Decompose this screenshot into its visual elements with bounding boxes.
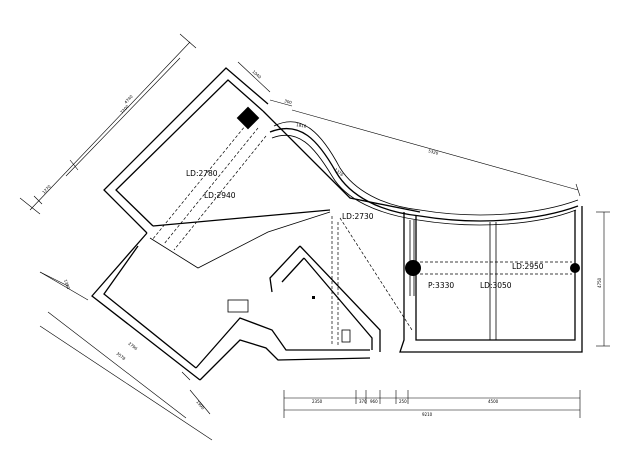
dim-bottom-total: 9210 (422, 412, 433, 417)
dim-right-vertical: 4750 (597, 277, 602, 288)
dim-long-diag: 5320 (428, 148, 440, 156)
label-ld-2950: LD:2950 (512, 262, 544, 271)
beam-lines (151, 119, 572, 346)
dim-bottom-4: 250 (399, 399, 407, 404)
round-column-left (405, 260, 421, 276)
label-ld-2730: LD:2730 (342, 212, 374, 221)
dim-top-small-a: 1040 (251, 69, 262, 80)
dim-left-bottom-a: 2796 (127, 341, 138, 351)
columns (236, 106, 580, 299)
curved-facade (269, 121, 579, 226)
dim-top-diag-inner: 4740 (123, 94, 134, 105)
dim-bottom-5: 4500 (488, 399, 499, 404)
label-ld-3050: LD:3050 (480, 281, 512, 290)
dim-bottom-2: 370 (359, 399, 367, 404)
dim-arc-right: 1376 (333, 167, 344, 178)
square-column (236, 106, 260, 130)
outer-walls (91, 67, 583, 381)
label-p-3330: P:3330 (428, 281, 454, 290)
dim-left-bottom-c: 1990 (195, 399, 206, 410)
room-labels: LD:2780 LD:2940 LD:2730 LD:2950 P:3330 L… (186, 169, 544, 290)
label-ld-2940: LD:2940 (204, 191, 236, 200)
dim-arc-top: 1816 (296, 122, 307, 129)
dimension-texts: 7200 4740 1270 1040 300 1816 1376 5320 4… (41, 69, 602, 417)
dim-left-bottom-b: 3578 (115, 351, 126, 361)
dim-left-small: 1270 (41, 184, 52, 195)
round-column-right (570, 263, 580, 273)
dim-left-bottom-small: 1390 (63, 279, 71, 291)
dim-bottom-1: 2350 (312, 399, 323, 404)
dim-top-diag-outer: 7200 (119, 104, 130, 115)
dimension-lines (19, 33, 610, 441)
dim-top-small-b: 300 (284, 98, 293, 105)
label-ld-2780: LD:2780 (186, 169, 218, 178)
dim-bottom-3: 960 (370, 399, 378, 404)
